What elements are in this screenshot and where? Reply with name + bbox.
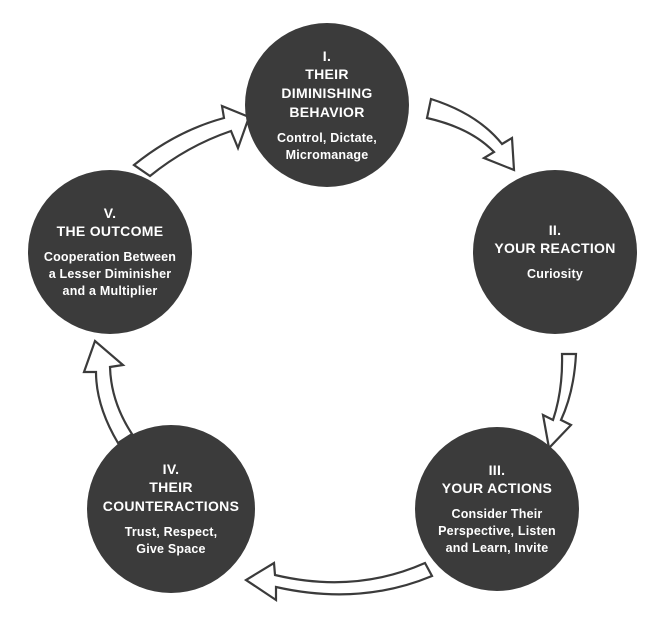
node-iii-description: Consider Their Perspective, Listen and L…	[438, 507, 556, 555]
node-iv-title: THEIR COUNTERACTIONS	[102, 479, 240, 514]
arrow-iii-to-iv-icon	[243, 561, 434, 603]
node-ii-description: Curiosity	[527, 267, 583, 281]
node-ii-numeral: II.	[548, 222, 562, 238]
node-i-title: THEIR DIMINISHING BEHAVIOR	[281, 65, 373, 120]
arrow-v-to-i-icon	[132, 104, 251, 178]
node-v: V. THE OUTCOME Cooperation Between a Les…	[28, 170, 192, 334]
node-v-numeral: V.	[103, 205, 117, 221]
node-iv-description: Trust, Respect, Give Space	[124, 525, 218, 556]
node-iv: IV. THEIR COUNTERACTIONS Trust, Respect,…	[87, 425, 255, 593]
node-i: I. THEIR DIMINISHING BEHAVIOR Control, D…	[245, 23, 409, 187]
arrow-i-to-ii-icon	[425, 97, 516, 172]
node-iii: III. YOUR ACTIONS Consider Their Perspec…	[415, 427, 579, 591]
node-i-description: Control, Dictate, Micromanage	[277, 130, 377, 162]
node-ii: II. YOUR REACTION Curiosity	[473, 170, 637, 334]
node-v-description: Cooperation Between a Lesser Diminisher …	[43, 250, 177, 298]
arrow-ii-to-iii-icon	[541, 352, 578, 451]
node-iii-title: YOUR ACTIONS	[441, 480, 553, 496]
node-iv-numeral: IV.	[162, 461, 180, 477]
node-iii-numeral: III.	[488, 462, 506, 478]
node-i-numeral: I.	[322, 47, 332, 64]
arrow-iv-to-v-icon	[82, 339, 134, 445]
node-ii-title: YOUR REACTION	[494, 240, 616, 256]
node-v-title: THE OUTCOME	[56, 223, 164, 239]
